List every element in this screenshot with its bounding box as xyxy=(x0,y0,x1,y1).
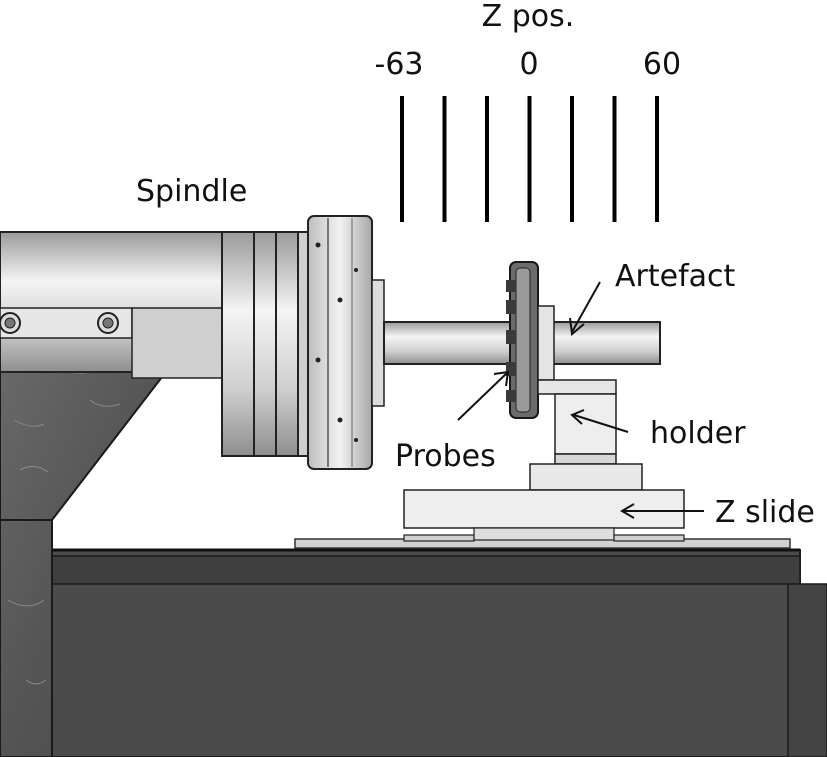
probes-arrow xyxy=(457,370,510,421)
annotation-arrows xyxy=(457,281,704,519)
z-position-title: Z pos. xyxy=(482,0,575,34)
machine-base xyxy=(51,538,827,757)
z-slide xyxy=(403,489,685,542)
probes-label: Probes xyxy=(395,439,496,474)
z-position-lines xyxy=(400,96,659,222)
spindle-housing xyxy=(0,231,309,457)
holder xyxy=(529,379,643,491)
artefact-label: Artefact xyxy=(615,259,736,294)
z-slide-arrow xyxy=(620,503,704,519)
screw-icon xyxy=(97,312,119,334)
z-tick-left: -63 xyxy=(375,47,424,82)
holder-arrow xyxy=(570,409,629,433)
probe-disc xyxy=(506,261,555,419)
z-tick-right: 60 xyxy=(643,47,681,82)
z-slide-label: Z slide xyxy=(715,495,815,530)
spindle-label: Spindle xyxy=(136,174,247,209)
z-tick-center: 0 xyxy=(519,47,538,82)
spindle-faceplate xyxy=(307,215,385,470)
screw-icon xyxy=(0,312,21,334)
holder-label: holder xyxy=(650,416,746,451)
artefact-arrow xyxy=(569,281,601,336)
